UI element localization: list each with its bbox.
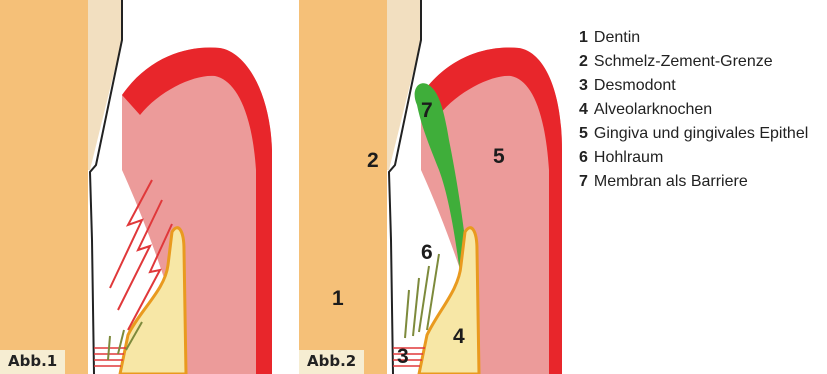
- dentin-region: [299, 0, 387, 374]
- dentin-region: [0, 0, 88, 374]
- legend-item: 7 Membran als Barriere: [579, 170, 808, 194]
- label-3: 3: [397, 346, 409, 367]
- figure-caption-2: Abb.2: [299, 350, 364, 374]
- figure-caption-1: Abb.1: [0, 350, 65, 374]
- legend-text: Schmelz-Zement-Grenze: [594, 53, 773, 70]
- label-7: 7: [421, 100, 433, 121]
- tooth-diagram-1: [0, 0, 290, 374]
- figure-panel-2: 1 2 3 4 5 6 7 Abb.2: [299, 0, 562, 374]
- legend-text: Desmodont: [594, 77, 676, 94]
- legend: 1 Dentin 2 Schmelz-Zement-Grenze 3 Desmodon…: [579, 26, 808, 194]
- legend-number: 5: [579, 125, 588, 142]
- legend-item: 6 Hohlraum: [579, 146, 808, 170]
- tooth-diagram-2: [299, 0, 562, 374]
- label-2: 2: [367, 150, 379, 171]
- legend-number: 4: [579, 101, 588, 118]
- legend-item: 4 Alveolarknochen: [579, 98, 808, 122]
- legend-number: 7: [579, 173, 588, 190]
- legend-item: 3 Desmodont: [579, 74, 808, 98]
- legend-number: 3: [579, 77, 588, 94]
- figure-panel-1: Abb.1: [0, 0, 290, 374]
- legend-item: 2 Schmelz-Zement-Grenze: [579, 50, 808, 74]
- label-5: 5: [493, 146, 505, 167]
- legend-number: 2: [579, 53, 588, 70]
- label-1: 1: [332, 288, 344, 309]
- legend-item: 1 Dentin: [579, 26, 808, 50]
- legend-text: Hohlraum: [594, 149, 663, 166]
- label-6: 6: [421, 242, 433, 263]
- legend-number: 6: [579, 149, 588, 166]
- legend-text: Membran als Barriere: [594, 173, 748, 190]
- legend-text: Dentin: [594, 29, 640, 46]
- legend-number: 1: [579, 29, 588, 46]
- label-4: 4: [453, 326, 465, 347]
- legend-text: Alveolarknochen: [594, 101, 712, 118]
- legend-text: Gingiva und gingivales Epithel: [594, 125, 808, 142]
- legend-item: 5 Gingiva und gingivales Epithel: [579, 122, 808, 146]
